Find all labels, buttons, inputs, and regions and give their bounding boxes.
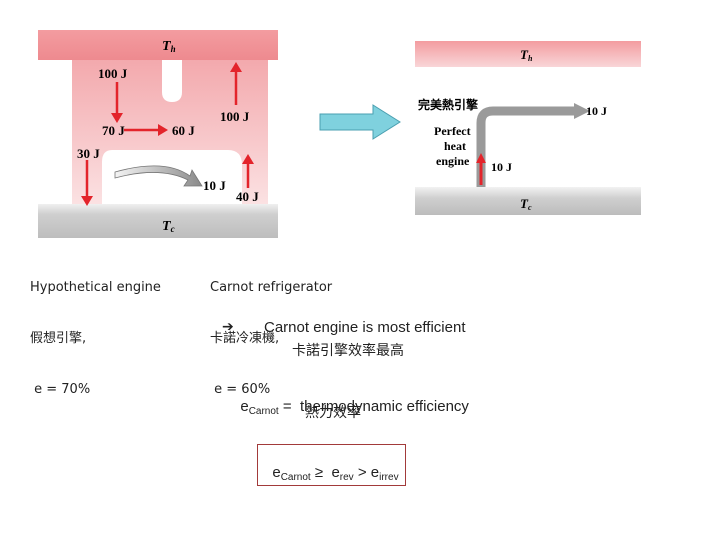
cold-reservoir-band — [38, 204, 278, 238]
ecarnot-definition: eCarnot = thermodynamic efficiency — [232, 381, 469, 417]
center-notch — [162, 60, 182, 102]
label-10j-left: 10 J — [203, 178, 226, 193]
ineq-gt: > e — [353, 464, 380, 481]
ineq-sub2: rev — [339, 472, 354, 483]
grey-curved-arrow — [114, 165, 203, 187]
caption-carnot-3: e = 60% — [210, 382, 271, 397]
most-efficient-zh: 卡諾引擎效率最高 — [292, 343, 404, 359]
pipe-red-arrowhead — [476, 153, 486, 163]
red-flow-arrows — [81, 62, 254, 206]
ecarnot-def-zh: 熱力效率 — [305, 405, 361, 421]
caption-carnot-2: 卡諾冷凍機, — [210, 331, 280, 346]
engine-body — [72, 60, 268, 206]
caption-hypo-2: 假想引擎, — [30, 331, 87, 346]
efficiency-inequality: eCarnot ≥ erev > eirrev — [257, 444, 406, 486]
tc-label-right: Tc — [520, 196, 532, 212]
caption-hypo-1: Hypothetical engine — [30, 280, 161, 295]
label-40j: 40 J — [236, 189, 259, 204]
arrow-glyph: ➔ — [222, 319, 234, 335]
transform-arrow — [319, 104, 401, 140]
perfect-engine-diagram: Th Tc 完美熱引擎 Perfect heat engine 10 J 10 … — [415, 41, 641, 215]
hypothetical-engine-caption: Hypothetical engine 假想引擎, e = 70% — [30, 245, 161, 415]
hot-reservoir-band-right — [415, 41, 641, 67]
ineq-ge: ≥ e — [310, 464, 340, 481]
ecarnot-e: e — [240, 398, 249, 415]
ecarnot-sub: Carnot — [248, 406, 279, 417]
cold-reservoir-band-right — [415, 187, 641, 215]
label-100j-top: 100 J — [98, 66, 128, 81]
ineq-sub3: irrev — [379, 472, 399, 483]
caption-carnot-1: Carnot refrigerator — [210, 280, 333, 295]
label-10j-out: 10 J — [586, 104, 607, 118]
carnot-refrigerator-caption: Carnot refrigerator 卡諾冷凍機, e = 60% — [210, 245, 332, 415]
perfect-engine-title: 完美熱引擎 — [418, 97, 478, 112]
label-100j-right: 100 J — [220, 109, 250, 124]
label-10j-in: 10 J — [491, 160, 512, 174]
label-30j: 30 J — [77, 146, 100, 161]
ineq-sub1: Carnot — [280, 472, 311, 483]
hot-reservoir-band — [38, 30, 278, 60]
ecarnot-def: = thermodynamic efficiency — [278, 398, 469, 415]
label-70j: 70 J — [102, 123, 125, 138]
most-efficient-text: Carnot engine is most efficient — [264, 319, 466, 336]
engine-pipe — [476, 106, 578, 187]
engine-label-2: heat — [444, 139, 466, 153]
ineq-e1: e — [272, 464, 281, 481]
hypothetical-engine-diagram: Th Tc 100 J 70 J 60 J 100 J 30 J 10 J 40… — [38, 30, 278, 238]
label-60j: 60 J — [172, 123, 195, 138]
caption-hypo-3: e = 70% — [30, 382, 91, 397]
engine-label-1: Perfect — [434, 124, 471, 138]
pipe-arrowhead — [574, 103, 590, 119]
engine-label-3: engine — [436, 154, 470, 168]
